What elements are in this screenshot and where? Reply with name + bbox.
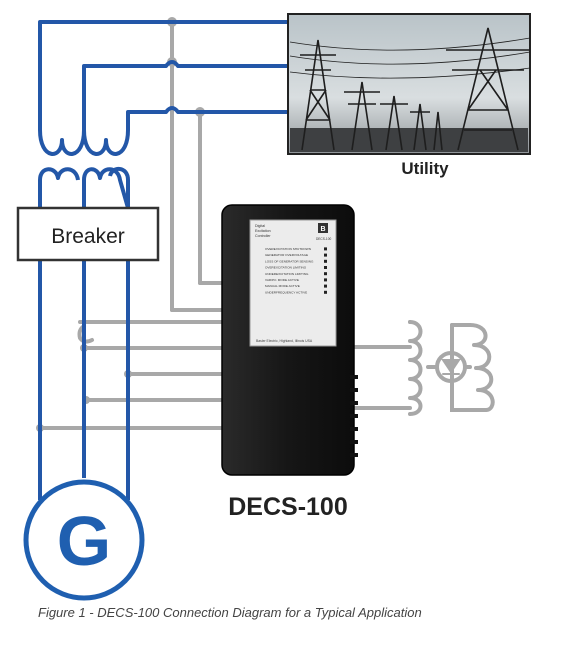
panel-model: DECS-100 xyxy=(316,237,331,241)
device-label: DECS-100 xyxy=(228,493,348,521)
transmission-tower-icons xyxy=(289,27,531,151)
breaker-block: Breaker xyxy=(16,206,160,262)
gray-wiring xyxy=(38,18,495,430)
indicator-label: VAR/P.F. MODE ACTIVE xyxy=(265,278,299,282)
indicator-label: OVEREXCITATION SHUTDOWN xyxy=(265,247,311,251)
indicator-label: UNDERFREQUENCY ACTIVE xyxy=(265,290,307,294)
panel-brand-line-1: Digital xyxy=(255,224,265,228)
figure-caption: Figure 1 - DECS-100 Connection Diagram f… xyxy=(38,605,422,620)
basler-logo-icon xyxy=(318,223,328,233)
indicator-led-icon xyxy=(324,266,327,269)
indicator-label: OVEREXCITATION LIMITING xyxy=(265,266,307,270)
lower-ct-coil xyxy=(38,167,130,209)
diode-icon xyxy=(441,359,461,374)
phase-b-line xyxy=(82,60,288,130)
utility-label: Utility xyxy=(401,159,449,178)
panel-brand-line-2: Excitation xyxy=(255,229,271,233)
panel-manufacturer: Basler Electric, Highland, Illinois USA xyxy=(256,339,313,343)
indicator-led-icon xyxy=(324,253,327,257)
phase-c-line xyxy=(126,106,288,130)
indicator-list: OVEREXCITATION SHUTDOWN GENERATOR OVERVOL… xyxy=(265,247,327,294)
indicator-label: LOSS OF GENERATOR SENSING xyxy=(265,259,314,263)
upper-ct-coil xyxy=(38,129,130,156)
wire-loop xyxy=(77,324,94,344)
phase-a-line xyxy=(38,20,288,130)
generator-circle xyxy=(23,479,145,601)
indicator-led-icon xyxy=(324,284,327,288)
indicator-led-icon xyxy=(324,259,327,263)
indicator-led-icon xyxy=(324,247,327,251)
generator-label: G xyxy=(57,502,111,580)
indicator-label: UNDEREXCITATION LIMITING xyxy=(265,272,309,276)
indicator-led-icon xyxy=(324,278,327,282)
device-panel xyxy=(249,219,337,347)
indicator-label: GENERATOR OVERVOLTAGE xyxy=(265,253,308,257)
svg-text:B: B xyxy=(320,226,325,233)
indicator-led-icon xyxy=(324,272,327,276)
exciter-armature-coil xyxy=(468,323,495,412)
panel-brand-line-3: Controller xyxy=(255,234,271,238)
breaker-label: Breaker xyxy=(51,225,125,248)
breaker-box xyxy=(16,206,160,262)
utility-photo: Utility xyxy=(287,13,531,178)
generator-block: G xyxy=(23,479,145,601)
exciter-field-coil xyxy=(408,320,423,416)
blue-wiring xyxy=(38,20,288,500)
indicator-label: MANUAL MODE ACTIVE xyxy=(265,284,300,288)
indicator-led-icon xyxy=(324,290,327,294)
heatsink-fins xyxy=(350,375,358,457)
decs-100-device: Digital Excitation Controller B DECS-100… xyxy=(221,204,358,521)
